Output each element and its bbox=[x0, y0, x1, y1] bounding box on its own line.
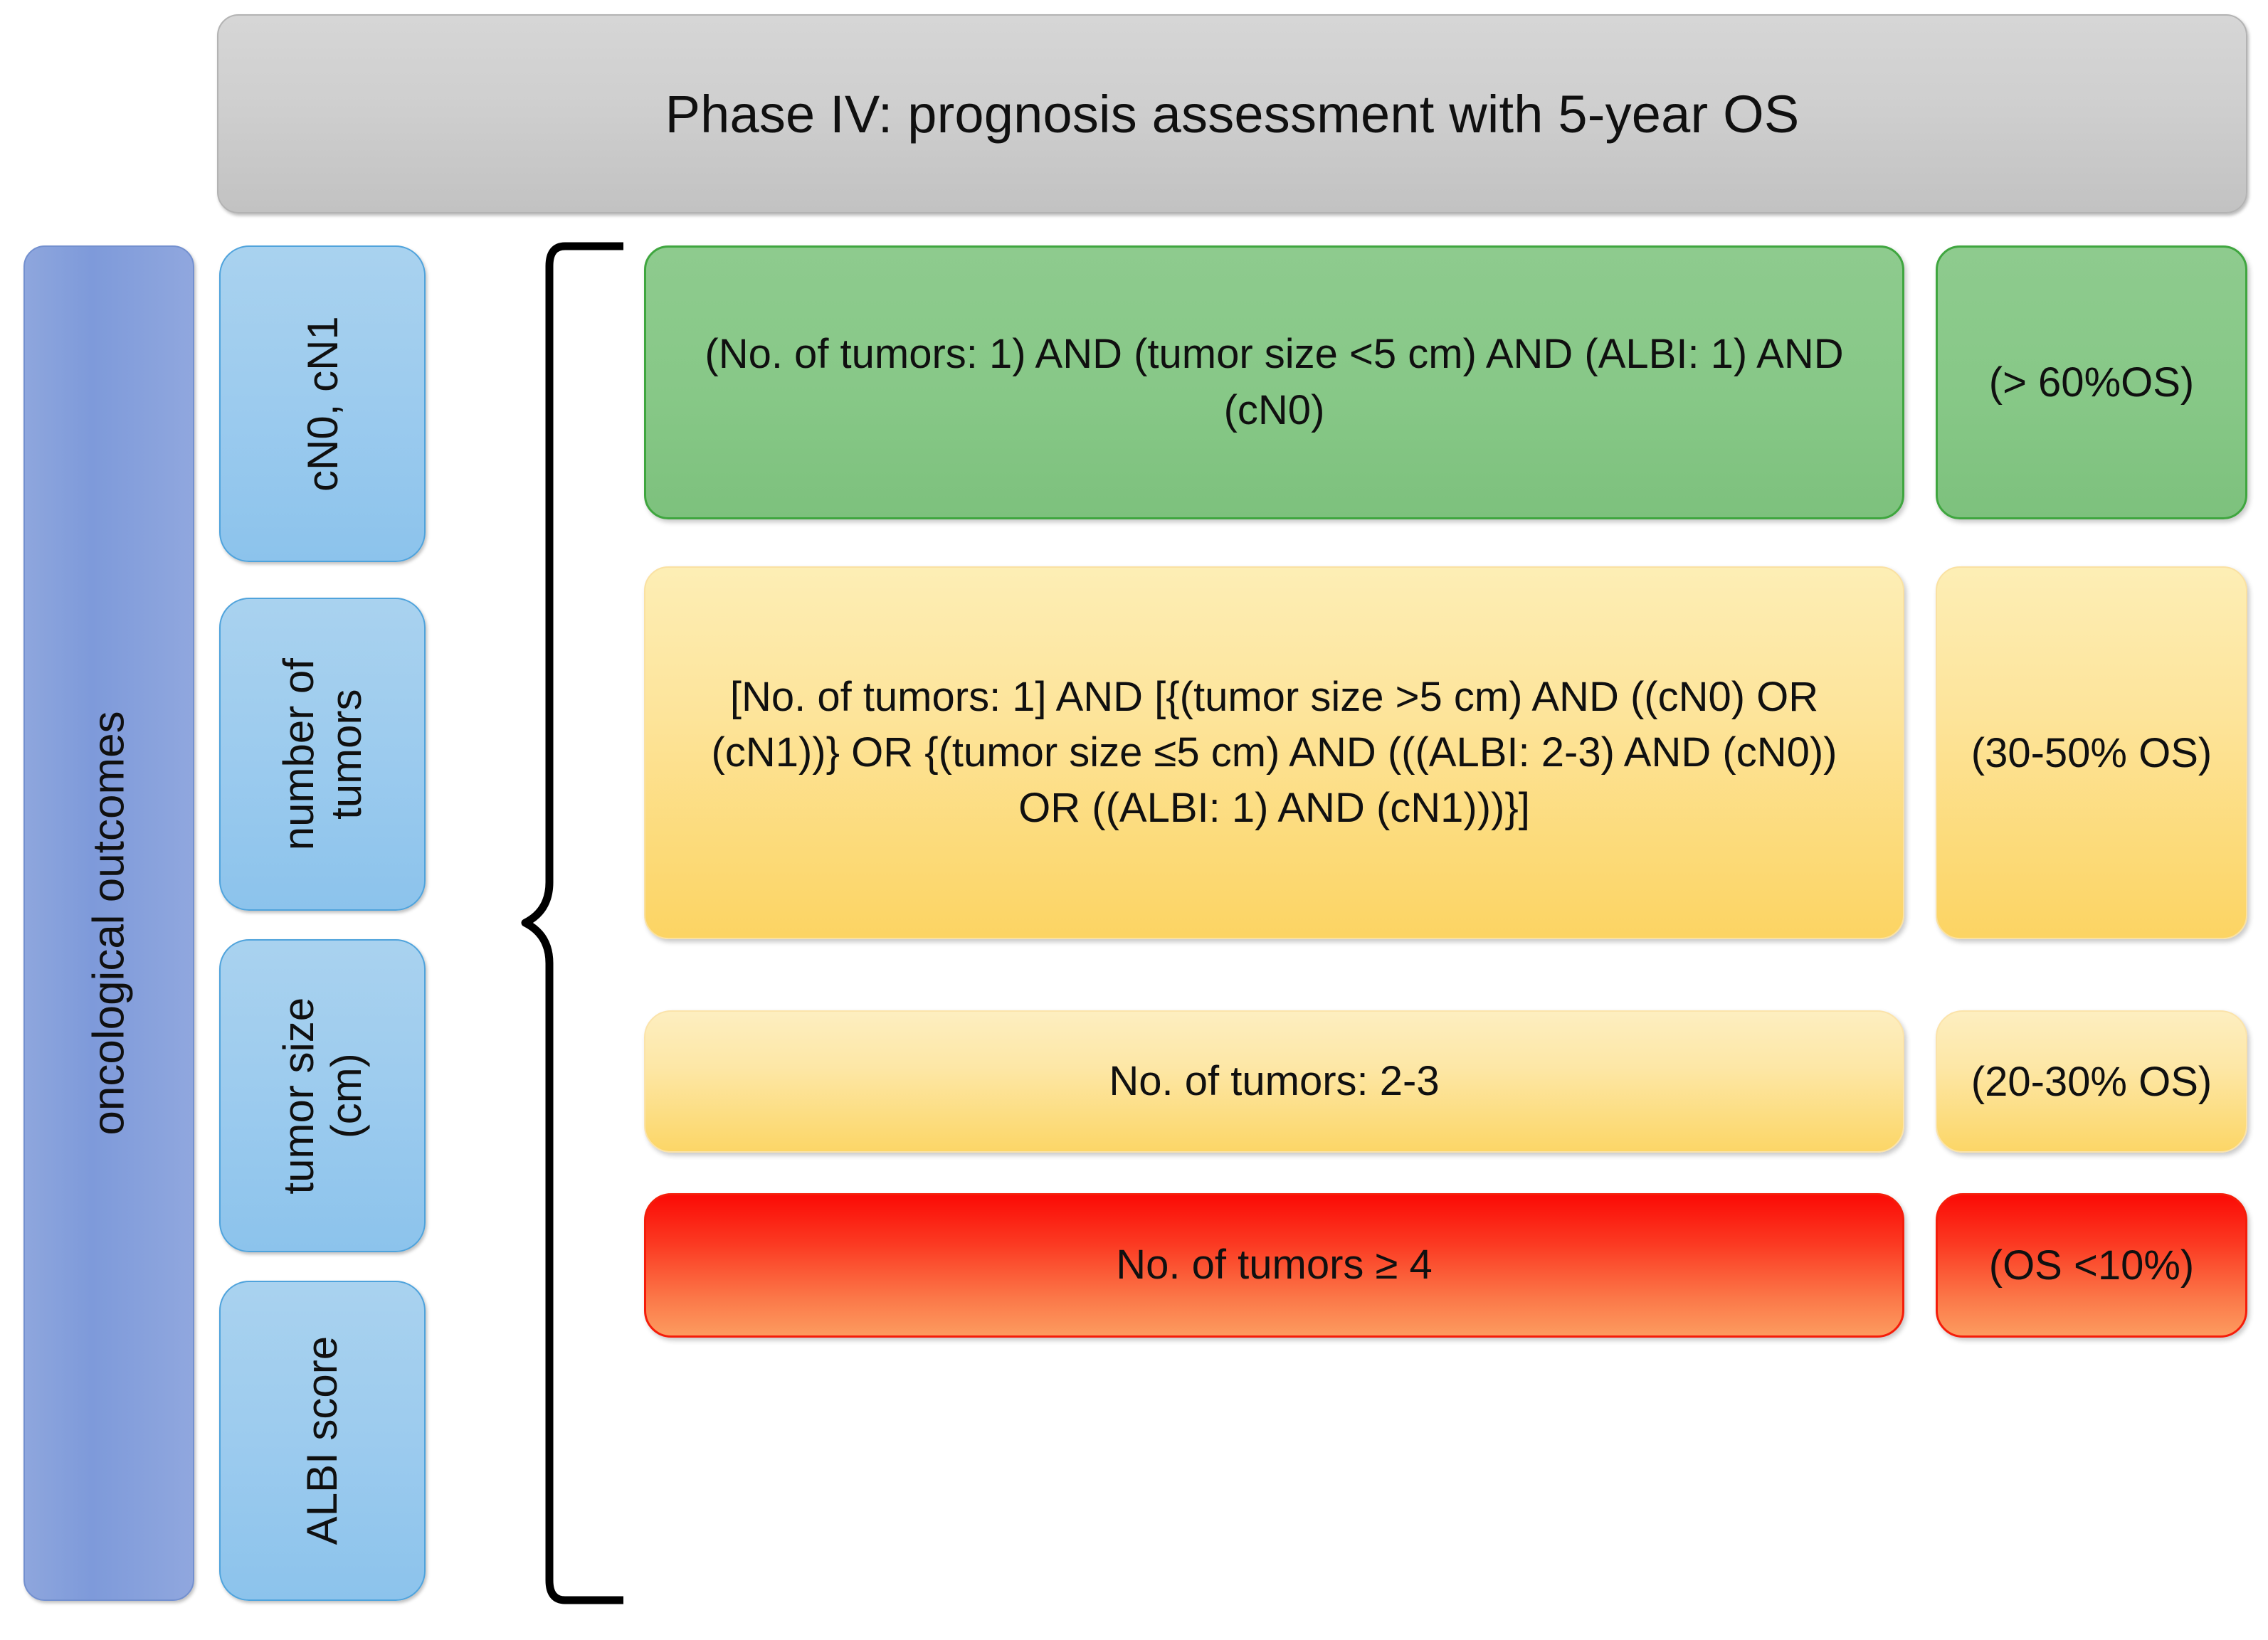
parameter-label-cn: cN0, cN1 bbox=[298, 316, 347, 492]
parameter-label-tumor-size: tumor size (cm) bbox=[274, 997, 370, 1195]
criteria-box-row-3: No. of tumors: 2-3 bbox=[644, 1010, 1904, 1153]
oncological-outcomes-label: oncological outcomes bbox=[84, 711, 134, 1136]
page-title: Phase IV: prognosis assessment with 5-ye… bbox=[217, 14, 2247, 213]
parameter-box-albi-score: ALBI score bbox=[219, 1281, 426, 1601]
parameter-box-number-of-tumors: number of tumors bbox=[219, 598, 426, 911]
parameter-label-albi-score: ALBI score bbox=[298, 1336, 347, 1545]
criteria-box-row-2: [No. of tumors: 1] AND [{(tumor size >5 … bbox=[644, 566, 1904, 939]
parameter-box-cn: cN0, cN1 bbox=[219, 245, 426, 562]
left-curly-brace-icon bbox=[491, 242, 626, 1604]
criteria-box-row-4: No. of tumors ≥ 4 bbox=[644, 1193, 1904, 1338]
os-badge-row-1: (> 60%OS) bbox=[1936, 245, 2247, 519]
parameter-box-tumor-size: tumor size (cm) bbox=[219, 939, 426, 1252]
os-badge-row-2: (30-50% OS) bbox=[1936, 566, 2247, 939]
os-badge-row-4: (OS <10%) bbox=[1936, 1193, 2247, 1338]
os-badge-row-3: (20-30% OS) bbox=[1936, 1010, 2247, 1153]
oncological-outcomes-bar: oncological outcomes bbox=[23, 245, 194, 1601]
parameter-label-number-of-tumors: number of tumors bbox=[274, 657, 370, 851]
criteria-box-row-1: (No. of tumors: 1) AND (tumor size <5 cm… bbox=[644, 245, 1904, 519]
